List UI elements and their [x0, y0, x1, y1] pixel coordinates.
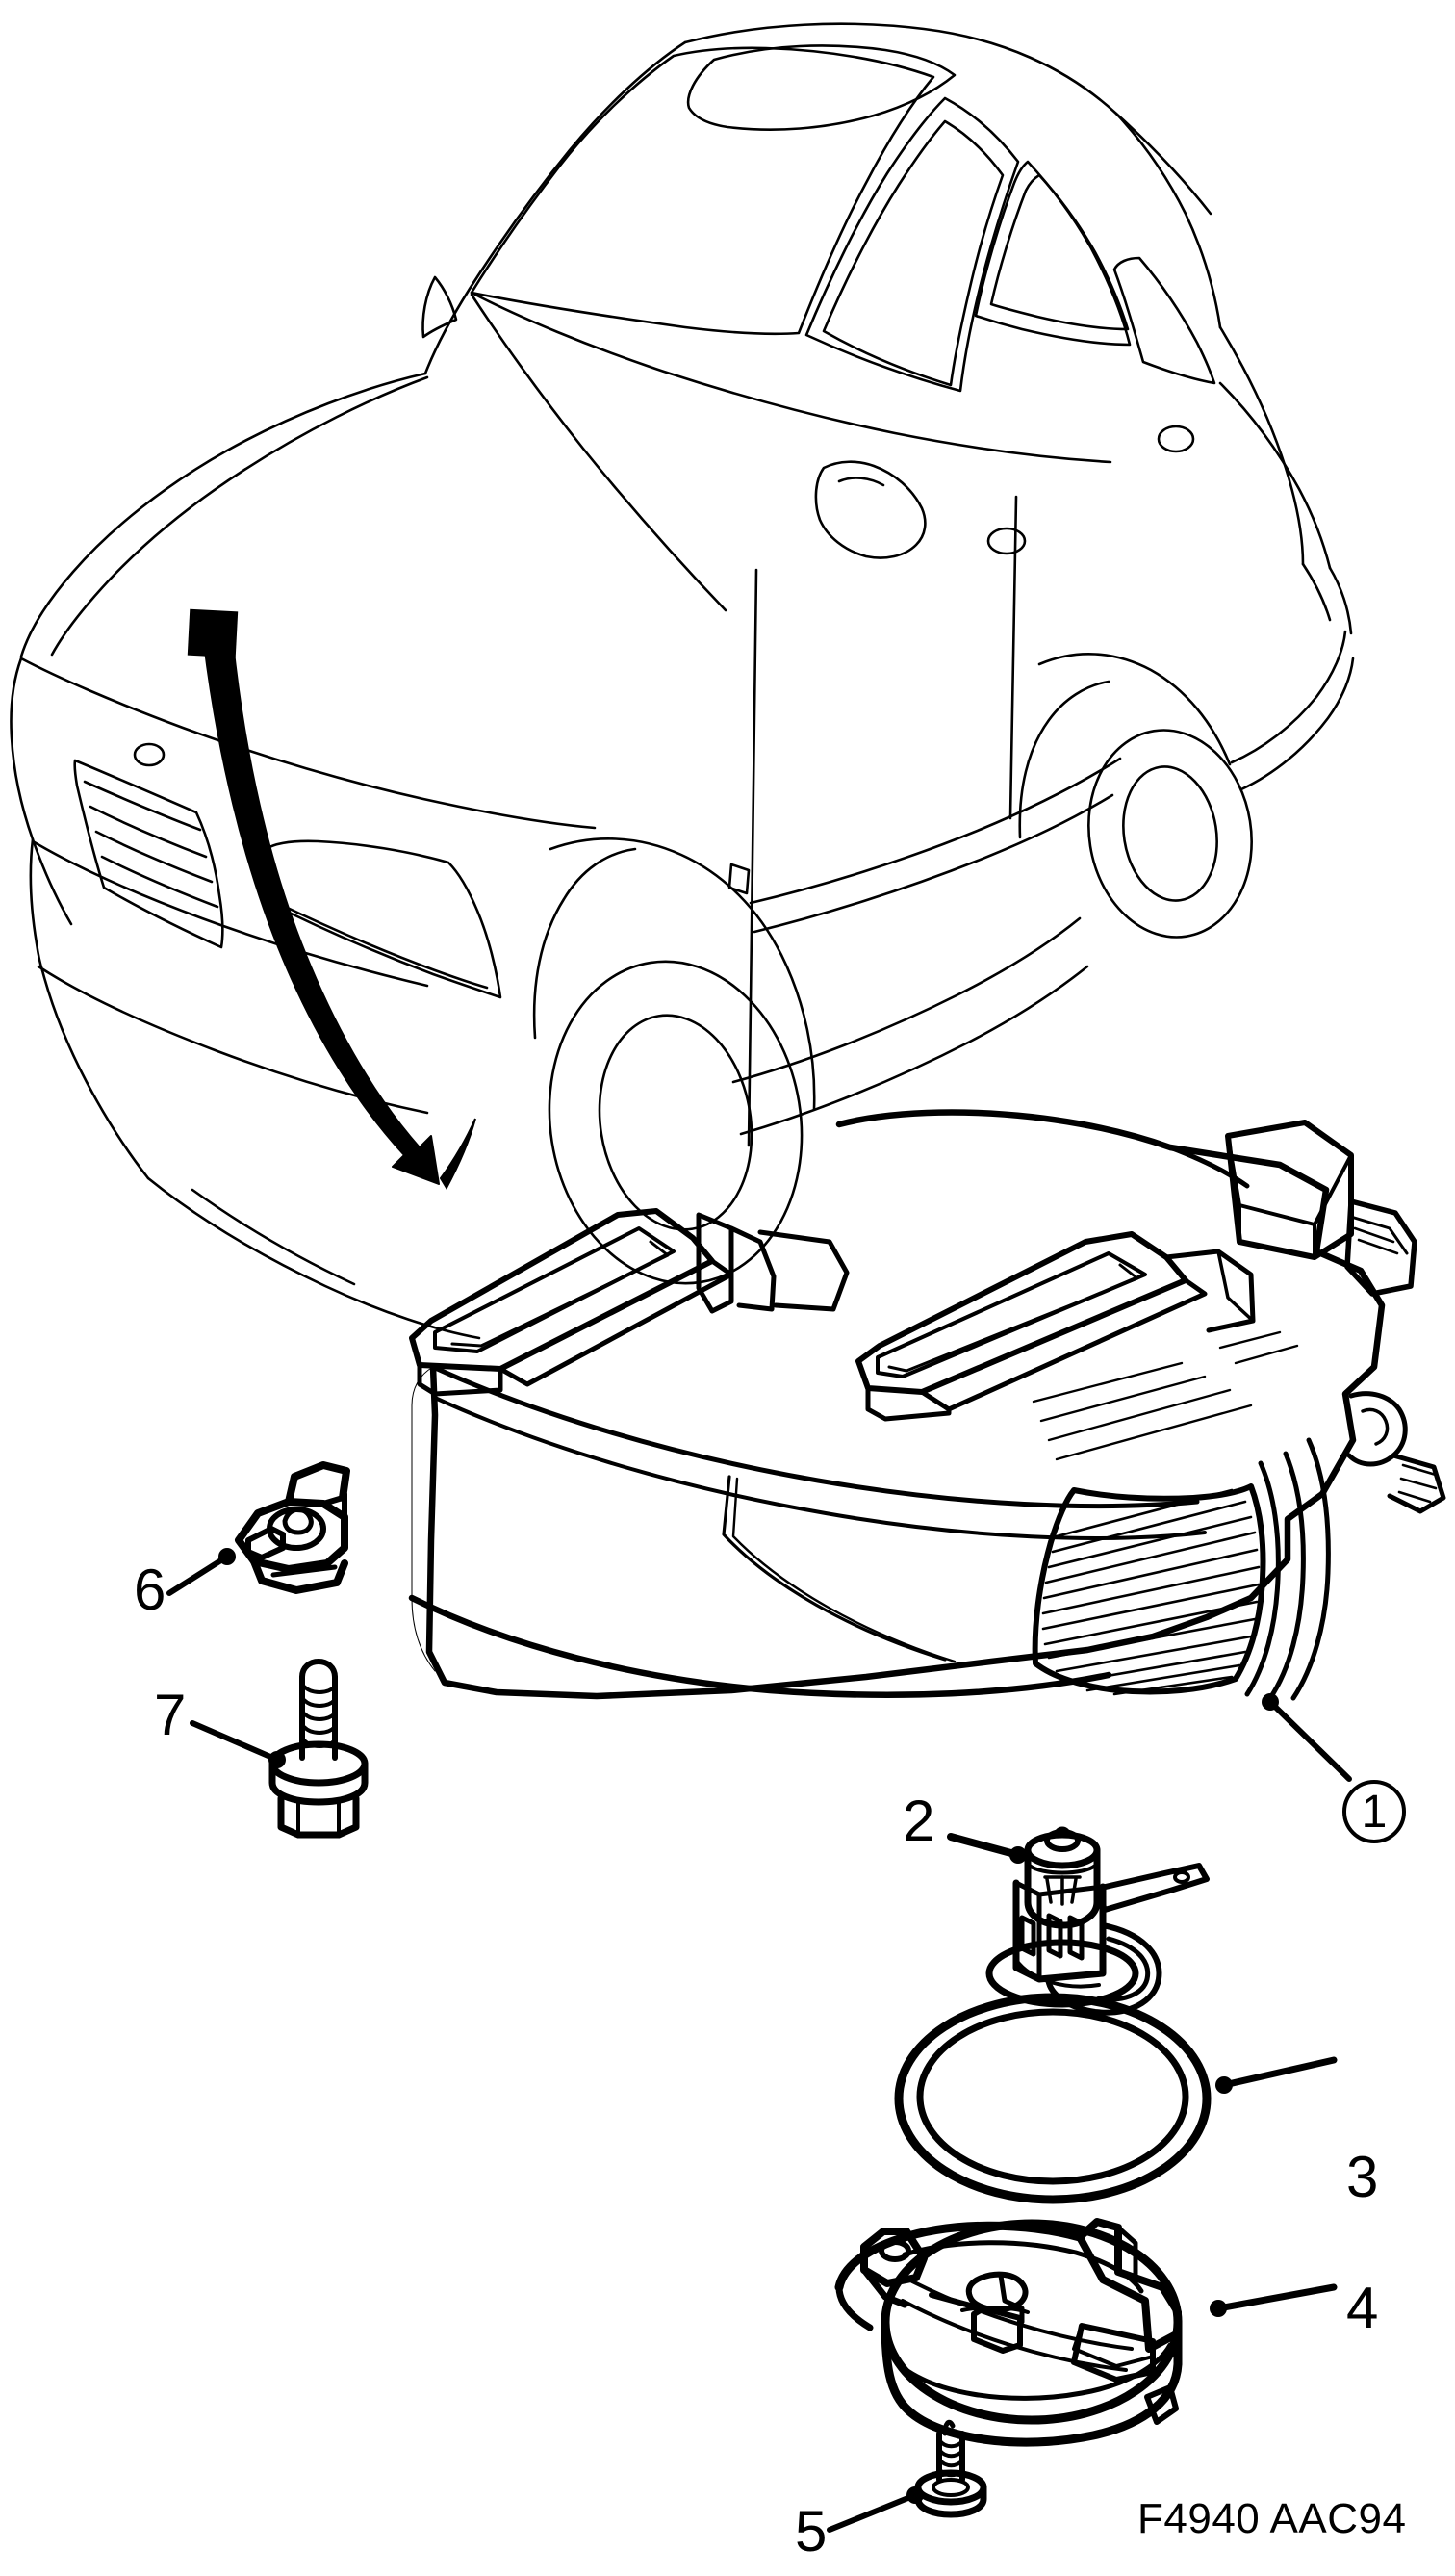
callout-3[interactable]: 3	[1346, 2145, 1379, 2209]
mounting-bolt-drawing	[190, 1659, 369, 1839]
detail-pointer-arrow	[203, 642, 476, 1191]
callout-6[interactable]: 6	[134, 1558, 166, 1622]
callout-7[interactable]: 7	[154, 1683, 187, 1747]
fog-lamp-assembly-drawing	[408, 1109, 1446, 1782]
callout-1-label: 1	[1361, 1786, 1388, 1838]
cover-screw-drawing	[827, 2419, 987, 2533]
callout-2[interactable]: 2	[903, 1789, 935, 1853]
car-outline-illustration	[10, 22, 1355, 1340]
spring-clip-nut-drawing	[166, 1461, 350, 1596]
callout-5[interactable]: 5	[795, 2499, 828, 2563]
callout-1[interactable]: 1	[1342, 1780, 1406, 1843]
callout-4[interactable]: 4	[1346, 2276, 1379, 2340]
o-ring-seal-drawing	[894, 1993, 1338, 2204]
rear-cover-drawing	[834, 2218, 1338, 2447]
bulb-and-socket-drawing	[947, 1826, 1210, 2016]
figure-reference-caption: F4940 AAC94	[1137, 2495, 1407, 2542]
